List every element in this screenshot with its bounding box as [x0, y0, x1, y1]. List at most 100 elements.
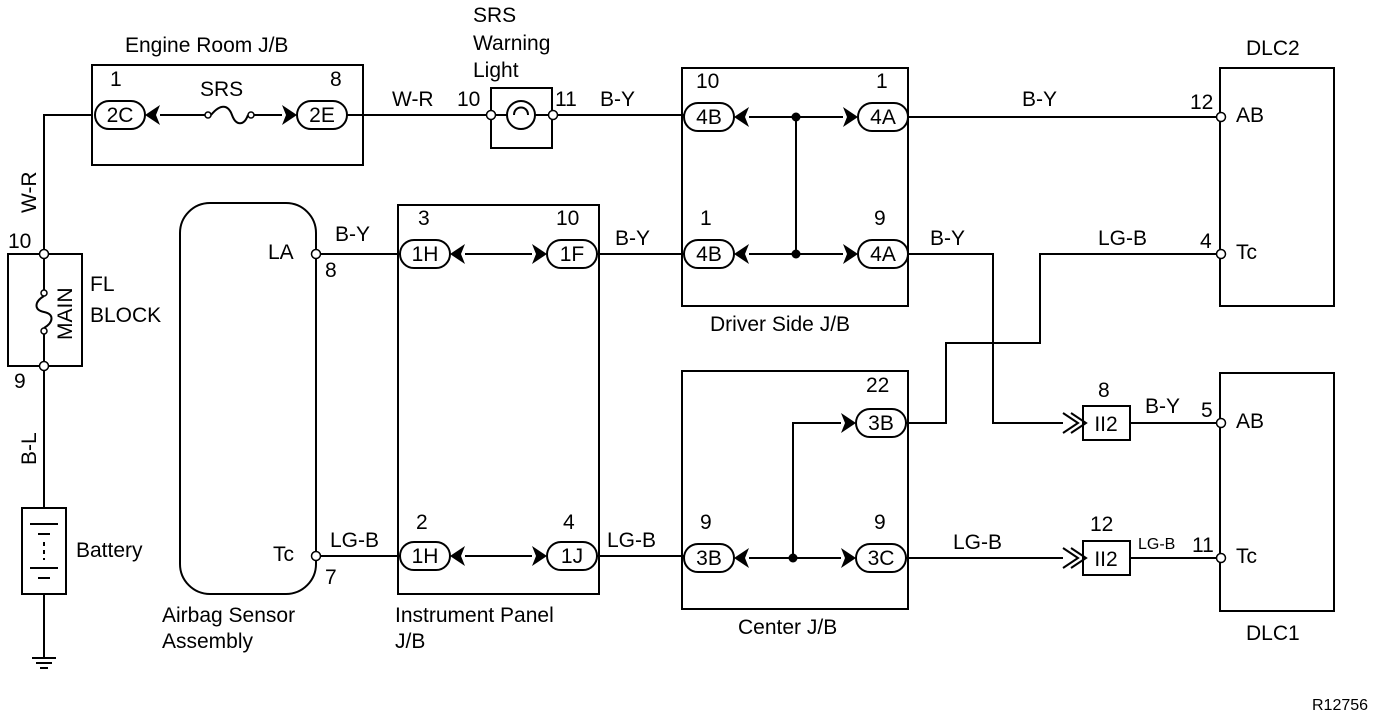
- junction-dot: [788, 553, 798, 563]
- terminal-label: LA: [268, 241, 294, 264]
- terminal-label: AB: [1236, 104, 1264, 127]
- center-jb: Center J/B 22 9 9 3B 3B 3C: [681, 370, 909, 639]
- connector-arrow: [450, 546, 465, 566]
- wire-b-y: [908, 253, 1063, 424]
- wire-label: B-Y: [335, 223, 370, 246]
- connector-label: 1H: [412, 243, 439, 266]
- fuse-label: SRS: [200, 78, 243, 101]
- connector-label: 4A: [870, 243, 896, 266]
- wire-label: B-L: [18, 432, 41, 465]
- dlc1-terminal: [1215, 552, 1227, 564]
- connector-label: 4B: [696, 106, 722, 129]
- pin-label: 12: [1090, 513, 1113, 536]
- bulb-filament: [513, 106, 529, 116]
- engine-room-jb: Engine Room J/B 1 8 2C SRS 2E: [91, 34, 364, 166]
- driver-side-jb: Driver Side J/B 10 1 1 9 4B 4A 4B 4A: [681, 67, 909, 336]
- wire-label: B-Y: [600, 88, 635, 111]
- driver-side-jb-title: Driver Side J/B: [710, 313, 850, 336]
- fl-main-label: MAIN: [54, 288, 77, 341]
- connector-label: 3C: [868, 547, 895, 570]
- pin-label: 3: [418, 207, 430, 230]
- connector-arrow: [734, 107, 749, 127]
- connector-arrow: [734, 244, 749, 264]
- ipjb-title-2: J/B: [395, 630, 425, 653]
- dlc2-terminal: [1215, 111, 1227, 123]
- terminal-label: Tc: [273, 543, 294, 566]
- pin-label: 1: [876, 70, 888, 93]
- airbag-terminal: [310, 248, 322, 260]
- fuse-terminal: [40, 289, 48, 297]
- pin-label: 9: [700, 511, 712, 534]
- connector-arrow: [532, 546, 547, 566]
- wire-label: B-Y: [615, 227, 650, 250]
- wire-label: W-R: [18, 171, 41, 213]
- wire-label: W-R: [392, 88, 434, 111]
- srs-light-title-2: Warning: [473, 32, 550, 55]
- connector-arrow: [1070, 412, 1088, 434]
- light-terminal: [547, 109, 559, 121]
- connector-arrow: [532, 244, 547, 264]
- dlc1: DLC1 5 AB 11 Tc: [1192, 372, 1335, 645]
- ii2-upper: II2 8: [1062, 379, 1131, 441]
- bulb-icon: [506, 100, 536, 130]
- reference-code: R12756: [1312, 697, 1368, 714]
- pin-label: 4: [1200, 230, 1212, 253]
- airbag-terminal: [310, 550, 322, 562]
- pin-label: 9: [874, 511, 886, 534]
- srs-light-box: [490, 87, 553, 149]
- pin-label: 12: [1190, 91, 1213, 114]
- dlc2-terminal: [1215, 248, 1227, 260]
- pin-label: 8: [1098, 379, 1110, 402]
- connector-label: 2C: [107, 104, 134, 127]
- airbag-sensor-box: [179, 202, 317, 595]
- driver-side-jb-box: [681, 67, 909, 307]
- dlc2-box: [1219, 67, 1335, 307]
- pin-label: 10: [696, 70, 719, 93]
- dlc1-title: DLC1: [1246, 622, 1300, 645]
- airbag-title-1: Airbag Sensor: [162, 604, 295, 627]
- light-terminal: [485, 109, 497, 121]
- junction-dot: [791, 249, 801, 259]
- terminal-label: AB: [1236, 410, 1264, 433]
- fl-block-label: BLOCK: [90, 304, 161, 327]
- fl-terminal: [38, 360, 50, 372]
- pin-label: 8: [325, 259, 337, 282]
- srs-light-title-1: SRS: [473, 4, 516, 27]
- pin-label: 5: [1201, 399, 1213, 422]
- connector-arrow: [282, 105, 297, 125]
- connector-label: 1F: [560, 243, 585, 266]
- power-supply: W-R MAIN 10 9 FL BLOCK B-L Battery: [7, 114, 161, 669]
- wire-label: LG-B: [607, 529, 656, 552]
- pin-label: 10: [8, 230, 31, 253]
- connector-label: 1J: [561, 545, 583, 568]
- connector-arrow: [843, 244, 858, 264]
- engine-room-jb-title: Engine Room J/B: [125, 34, 288, 57]
- pin-label: 1: [700, 207, 712, 230]
- wire-label: B-Y: [1145, 395, 1180, 418]
- connector-arrow: [843, 107, 858, 127]
- wire-label: LG-B: [953, 531, 1002, 554]
- wire-w-r: [43, 114, 92, 254]
- center-jb-title: Center J/B: [738, 616, 837, 639]
- center-jb-box: [681, 370, 909, 610]
- pin-label: 2: [416, 511, 428, 534]
- connector-arrow: [734, 548, 749, 568]
- pin-label: 1: [110, 68, 122, 91]
- dlc2-title: DLC2: [1246, 37, 1300, 60]
- pin-label: 4: [563, 511, 575, 534]
- wire-label: LG-B: [1098, 227, 1147, 250]
- connector-arrow: [1070, 547, 1088, 569]
- connector-arrow: [1062, 547, 1080, 569]
- airbag-title-2: Assembly: [162, 630, 254, 653]
- airbag-sensor-assembly: LA Tc 8 7 Airbag Sensor Assembly: [162, 202, 337, 653]
- fl-terminal: [38, 248, 50, 260]
- dlc2: DLC2 12 AB 4 Tc: [1190, 37, 1335, 307]
- connector-label: 2E: [309, 104, 335, 127]
- dlc1-box: [1219, 372, 1335, 612]
- fuse-symbol: [210, 105, 249, 125]
- battery-label: Battery: [76, 539, 143, 562]
- connector-arrow: [841, 548, 856, 568]
- connector-label: 4A: [870, 106, 896, 129]
- terminal-label: Tc: [1236, 545, 1257, 568]
